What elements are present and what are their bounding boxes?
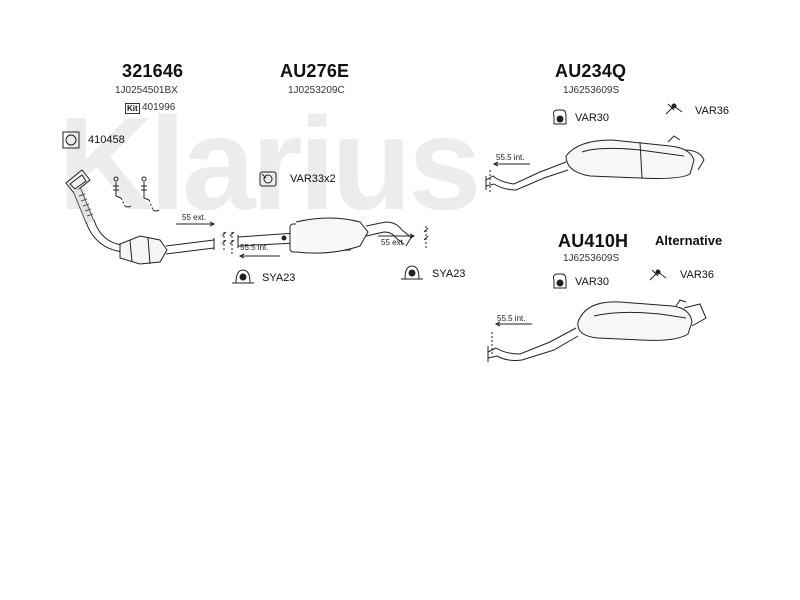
mid-int-dimension [229, 231, 280, 259]
oem-AU410H: 1J6253609S [563, 253, 620, 264]
kit-tag: Kit [125, 103, 140, 114]
part-number-AU410H: AU410H [558, 231, 629, 251]
rear-clamp-icon [553, 109, 567, 125]
hanger-label-AU410H: VAR36 [680, 269, 715, 281]
alt-hanger-icon [649, 269, 667, 281]
measure-mid-ext: 55 ext. [381, 238, 406, 247]
measure-alt-int: 55.5 int. [497, 314, 526, 323]
mid-ext-dimension [378, 226, 429, 250]
mount-label-right: SYA23 [432, 268, 466, 280]
oem-321646: 1J0254501BX [115, 85, 178, 96]
measure-mid-int: 55.5 int. [240, 243, 269, 252]
clamp-label-VAR33x2: VAR33x2 [290, 173, 336, 185]
rubber-mount-icon-right [401, 265, 423, 280]
clamp-icon [259, 171, 277, 187]
part-number-AU276E: AU276E [280, 61, 350, 81]
rear-hanger-icon [665, 103, 683, 115]
oem-AU234Q: 1J6253609S [563, 85, 620, 96]
rear-silencer [485, 135, 705, 191]
part-number-321646: 321646 [122, 61, 184, 81]
measure-rear-int: 55.5 int. [496, 153, 525, 162]
kit-ref-321646: 401996 [142, 102, 176, 113]
gasket-icon [62, 131, 80, 149]
middle-silencer [237, 217, 413, 254]
clamp-label-AU410H: VAR30 [575, 276, 610, 288]
part-number-AU234Q: AU234Q [555, 61, 627, 81]
measure-cat-ext: 55 ext. [182, 213, 207, 222]
cat-ext-dimension [176, 221, 227, 252]
catalytic-converter [65, 169, 215, 265]
rear-int-dimension [489, 161, 530, 192]
mount-label-left: SYA23 [262, 272, 296, 284]
rubber-mount-icon-left [232, 269, 254, 284]
alternative-label: Alternative [655, 233, 723, 248]
gasket-label: 410458 [88, 134, 125, 146]
alt-int-dimension [491, 321, 532, 356]
alt-rear-silencer [487, 299, 707, 362]
watermark-logo: Klarius [58, 90, 481, 237]
hanger-label-AU234Q: VAR36 [695, 105, 730, 117]
oem-AU276E: 1J0253209C [288, 85, 345, 96]
alt-clamp-icon [553, 273, 567, 289]
clamp-label-AU234Q: VAR30 [575, 112, 610, 124]
